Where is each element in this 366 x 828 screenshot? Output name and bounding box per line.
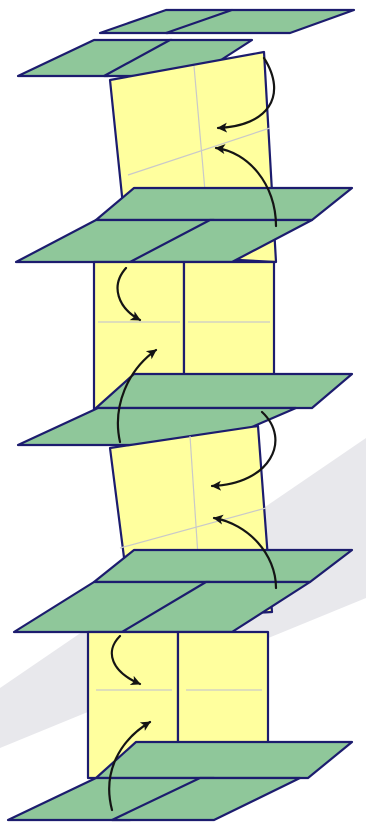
curved-arrow-icon bbox=[110, 634, 142, 686]
curved-arrow-icon bbox=[216, 56, 276, 133]
fold-arrows bbox=[108, 56, 278, 812]
curved-arrow-icon bbox=[214, 144, 278, 228]
plate-center-back bbox=[94, 372, 354, 410]
plate-top bbox=[16, 8, 356, 78]
tilted-panel-upper-crease-h bbox=[127, 127, 271, 176]
tilted-panel-lower-crease-h bbox=[119, 507, 267, 549]
plate-center bbox=[16, 372, 354, 447]
plate-top-back-right bbox=[164, 8, 356, 35]
plate-bottom-front-right bbox=[110, 776, 302, 822]
plate-lower-middle-back bbox=[92, 548, 354, 584]
plate-bottom bbox=[6, 740, 354, 822]
curved-arrow-icon bbox=[210, 410, 277, 491]
plate-upper-middle-back bbox=[94, 186, 354, 222]
curved-arrow-icon bbox=[116, 348, 158, 444]
plate-lower-middle bbox=[12, 548, 354, 634]
curved-arrow-icon bbox=[212, 514, 278, 590]
curved-arrow-icon bbox=[108, 720, 152, 812]
plate-bottom-back bbox=[94, 740, 354, 780]
plate-upper-middle bbox=[14, 186, 354, 264]
curved-arrow-icon bbox=[116, 266, 142, 322]
